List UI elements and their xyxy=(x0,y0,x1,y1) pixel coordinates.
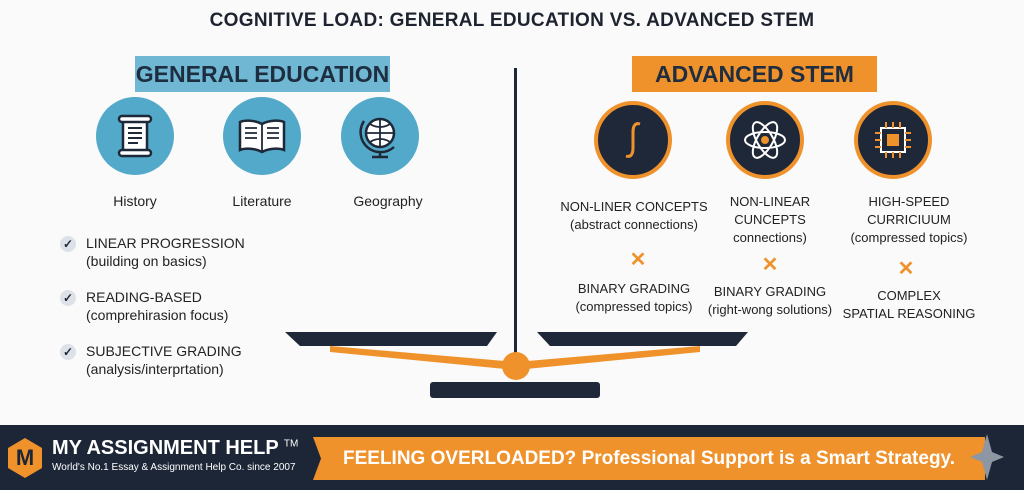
check-icon: ✓ xyxy=(60,236,76,252)
x-icon: ✕ xyxy=(897,258,915,280)
subject-label-history: History xyxy=(113,193,157,209)
stem-title: HIGH-SPEED xyxy=(868,194,950,209)
stem-title: CURRICIUUM xyxy=(867,212,951,227)
trait-subtitle: (building on basics) xyxy=(86,253,207,269)
general-education-heading: GENERAL EDUCATION xyxy=(135,56,390,92)
stem-title: BINARY GRADING xyxy=(577,281,691,296)
stem-subtitle: (right-wong solutions) xyxy=(707,302,833,317)
stem-col-2-bottom: BINARY GRADING (right-wong solutions) xyxy=(690,283,850,319)
stem-subtitle: (abstract connections) xyxy=(570,217,698,232)
stem-title: BINARY GRADING xyxy=(713,284,827,299)
cta-banner[interactable]: FEELING OVERLOADED? Professional Support… xyxy=(313,437,985,480)
stem-col-3-bottom: COMPLEX SPATIAL REASONING xyxy=(829,287,989,323)
book-icon xyxy=(223,97,301,175)
atom-icon xyxy=(726,101,804,179)
chip-icon xyxy=(854,101,932,179)
brand-name: MY ASSIGNMENT HELP TM xyxy=(52,437,298,460)
trait-subtitle: (comprehirasion focus) xyxy=(86,307,229,323)
stem-col-2-top: NON-LINEAR CUNCEPTS connections) xyxy=(690,193,850,247)
trait-linear-progression: ✓ LINEAR PROGRESSION (building on basics) xyxy=(60,234,245,270)
trait-title: LINEAR PROGRESSION xyxy=(86,235,245,251)
stem-subtitle: (compressed topics) xyxy=(575,299,693,314)
sparkle-icon xyxy=(970,434,1004,480)
scroll-icon xyxy=(96,97,174,175)
stem-title: NON-LINEAR xyxy=(729,194,811,209)
globe-icon xyxy=(341,97,419,175)
integral-icon xyxy=(594,101,672,179)
balance-scale xyxy=(285,68,748,398)
check-icon: ✓ xyxy=(60,344,76,360)
stem-subtitle: SPATIAL REASONING xyxy=(842,306,976,321)
stem-col-3-top: HIGH-SPEED CURRICIUUM (compressed topics) xyxy=(829,193,989,247)
stem-title: NON-LINER CONCEPTS xyxy=(560,199,708,214)
check-icon: ✓ xyxy=(60,290,76,306)
page-title: COGNITIVE LOAD: GENERAL EDUCATION VS. AD… xyxy=(209,10,815,31)
stem-col-1-bottom: BINARY GRADING (compressed topics) xyxy=(554,280,714,316)
advanced-stem-heading: ADVANCED STEM xyxy=(632,56,877,92)
x-icon: ✕ xyxy=(629,249,647,271)
trait-subtitle: (analysis/interprtation) xyxy=(86,361,224,377)
stem-title: CUNCEPTS xyxy=(734,212,806,227)
stem-subtitle: (compressed topics) xyxy=(850,230,968,245)
subject-label-geography: Geography xyxy=(353,193,423,209)
stem-subtitle: connections) xyxy=(733,230,807,245)
x-icon: ✕ xyxy=(761,254,779,276)
trait-title: READING-BASED xyxy=(86,289,202,305)
stem-col-1-top: NON-LINER CONCEPTS (abstract connections) xyxy=(554,198,714,234)
subject-label-literature: Literature xyxy=(232,193,292,209)
stem-title: COMPLEX xyxy=(877,288,941,303)
brand-name-text: MY ASSIGNMENT HELP xyxy=(52,437,279,459)
trait-reading-based: ✓ READING-BASED (comprehirasion focus) xyxy=(60,288,228,324)
trademark: TM xyxy=(283,438,299,450)
trait-subjective-grading: ✓ SUBJECTIVE GRADING (analysis/interprtati… xyxy=(60,342,242,378)
trait-title: SUBJECTIVE GRADING xyxy=(86,343,242,359)
brand-tagline: World's No.1 Essay & Assignment Help Co.… xyxy=(52,462,296,473)
